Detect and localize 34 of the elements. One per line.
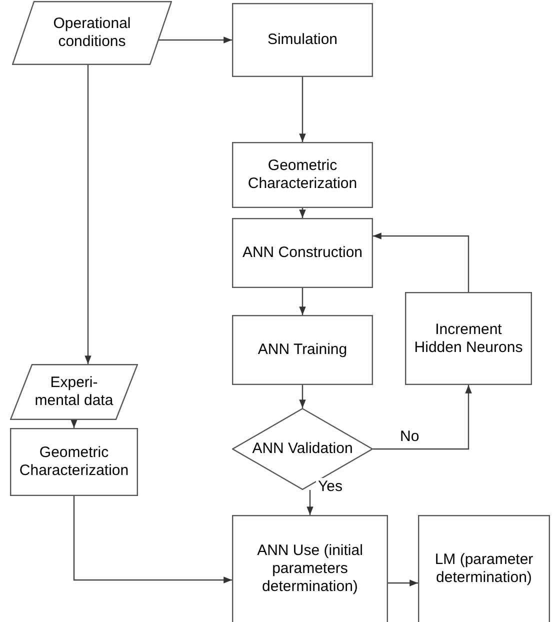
node-label: ANN Construction bbox=[242, 244, 363, 262]
arrow bbox=[84, 65, 92, 364]
process-box bbox=[232, 218, 373, 288]
data-parallelogram bbox=[12, 1, 172, 65]
process-box bbox=[10, 428, 138, 496]
process-box bbox=[418, 515, 550, 622]
process-box bbox=[232, 3, 373, 77]
process-box bbox=[232, 315, 373, 385]
arrow bbox=[158, 36, 232, 44]
arrow bbox=[299, 288, 306, 315]
process-box bbox=[232, 142, 373, 208]
arrow bbox=[299, 208, 306, 218]
arrow bbox=[73, 496, 232, 584]
arrow bbox=[373, 232, 470, 292]
node-label: ANN Training bbox=[258, 341, 348, 359]
node-label: ANN Use (initial parameters determination) bbox=[256, 542, 364, 596]
arrow bbox=[70, 420, 78, 428]
process-box bbox=[232, 515, 388, 622]
node-label: LM (parameter determination) bbox=[434, 550, 534, 586]
node-label: Experi- mental data bbox=[34, 374, 114, 410]
node-label: Geometric Characterization bbox=[246, 157, 358, 193]
node-label: Simulation bbox=[267, 31, 338, 49]
process-box bbox=[405, 292, 532, 385]
arrow bbox=[388, 580, 418, 586]
node-label: Geometric Characterization bbox=[18, 444, 130, 480]
arrow bbox=[299, 77, 306, 142]
arrow bbox=[299, 385, 306, 408]
arrow bbox=[306, 490, 314, 515]
data-parallelogram bbox=[10, 364, 138, 420]
node-label: Increment Hidden Neurons bbox=[413, 320, 524, 356]
arrow bbox=[373, 385, 472, 450]
decision-diamond bbox=[232, 408, 373, 490]
node-label: ANN Validation bbox=[252, 440, 353, 458]
node-label: Operational conditions bbox=[52, 15, 132, 51]
